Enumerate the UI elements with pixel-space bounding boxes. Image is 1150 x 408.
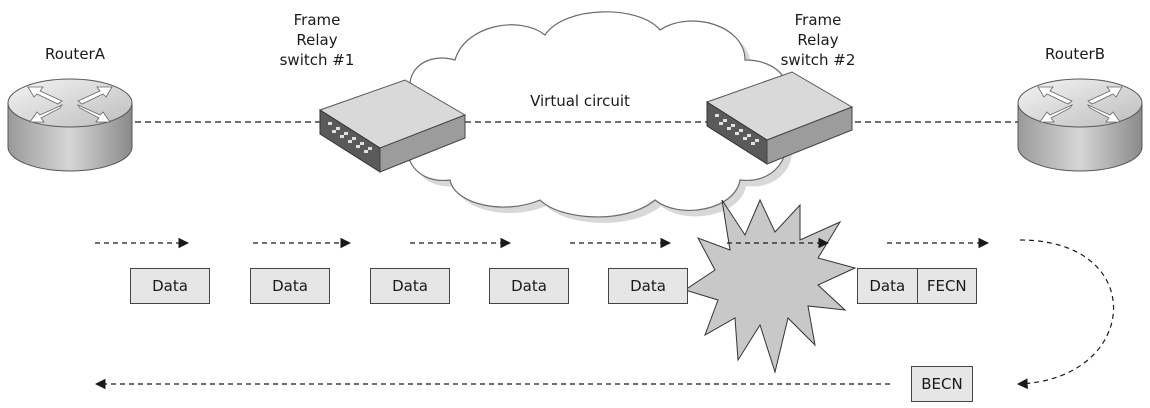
data-cell: Data <box>869 277 906 295</box>
data-fecn-frame: Data FECN <box>857 268 977 304</box>
virtual-circuit-label: Virtual circuit <box>530 92 630 110</box>
data-frame-4: Data <box>489 268 569 304</box>
data-frame-1: Data <box>130 268 210 304</box>
fecn-cell: FECN <box>916 269 977 303</box>
becn-frame: BECN <box>911 366 973 402</box>
router-a-icon <box>7 78 133 172</box>
return-curve-arrow <box>1016 239 1115 390</box>
router-b-label: RouterB <box>1045 45 1105 63</box>
cloud <box>407 11 795 223</box>
congestion-burst <box>683 198 857 374</box>
switch-2-icon <box>705 71 854 165</box>
router-b-icon <box>1017 78 1143 172</box>
router-a-label: RouterA <box>45 45 105 63</box>
switch-1-icon <box>318 79 467 173</box>
data-frame-5: Data <box>608 268 688 304</box>
data-frame-2: Data <box>250 268 330 304</box>
data-frame-3: Data <box>370 268 450 304</box>
